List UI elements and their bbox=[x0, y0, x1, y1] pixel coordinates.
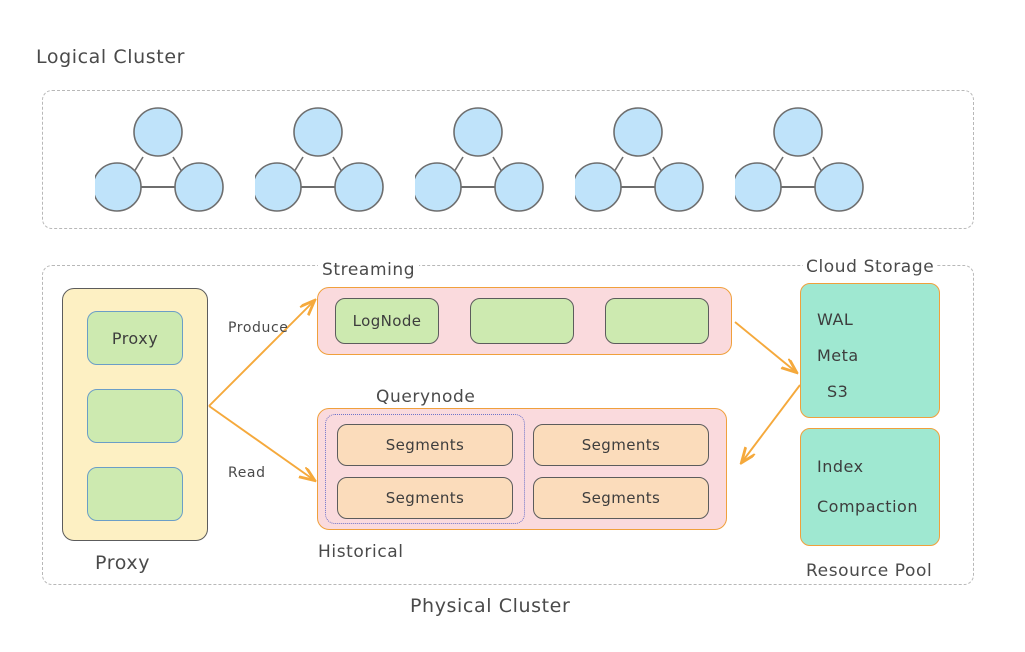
streaming-container[interactable]: LogNode bbox=[317, 287, 732, 355]
logical-cluster-group-1 bbox=[95, 105, 235, 215]
physical-cluster-boundary bbox=[42, 265, 974, 585]
segment-box-4[interactable]: Segments bbox=[533, 477, 709, 519]
logical-cluster-group-2 bbox=[255, 105, 395, 215]
streaming-node-2[interactable] bbox=[470, 298, 574, 344]
arrow-label-read: Read bbox=[228, 465, 266, 481]
proxy-container[interactable]: Proxy bbox=[62, 288, 208, 541]
cloud-storage-label: Cloud Storage bbox=[803, 257, 938, 277]
cloud-storage-item-wal: WAL bbox=[817, 310, 854, 329]
physical-cluster-caption: Physical Cluster bbox=[410, 595, 571, 617]
logical-cluster-group-4 bbox=[575, 105, 715, 215]
proxy-node-3[interactable] bbox=[87, 467, 183, 521]
segment-box-1[interactable]: Segments bbox=[337, 424, 513, 466]
proxy-caption: Proxy bbox=[95, 552, 151, 574]
arrow-label-produce: Produce bbox=[228, 320, 289, 336]
resource-pool-label: Resource Pool bbox=[803, 561, 936, 581]
streaming-label: Streaming bbox=[318, 260, 420, 280]
cloud-storage-box[interactable]: WAL Meta S3 bbox=[800, 283, 940, 418]
streaming-node-lognode[interactable]: LogNode bbox=[335, 298, 439, 344]
cloud-storage-item-meta: Meta bbox=[817, 346, 859, 365]
logical-cluster-boundary bbox=[42, 90, 974, 229]
historical-label: Historical bbox=[318, 542, 404, 562]
logical-cluster-group-3 bbox=[415, 105, 555, 215]
resource-pool-item-index: Index bbox=[817, 457, 864, 476]
cloud-storage-item-s3: S3 bbox=[827, 382, 849, 401]
segment-box-3[interactable]: Segments bbox=[533, 424, 709, 466]
querynode-label: Querynode bbox=[372, 387, 480, 407]
resource-pool-item-compaction: Compaction bbox=[817, 497, 918, 516]
querynode-boundary bbox=[325, 414, 525, 524]
logical-cluster-title: Logical Cluster bbox=[36, 46, 186, 68]
proxy-node-1[interactable]: Proxy bbox=[87, 311, 183, 365]
streaming-node-3[interactable] bbox=[605, 298, 709, 344]
proxy-node-2[interactable] bbox=[87, 389, 183, 443]
resource-pool-box[interactable]: Index Compaction bbox=[800, 428, 940, 546]
segment-box-2[interactable]: Segments bbox=[337, 477, 513, 519]
logical-cluster-group-5 bbox=[735, 105, 875, 215]
